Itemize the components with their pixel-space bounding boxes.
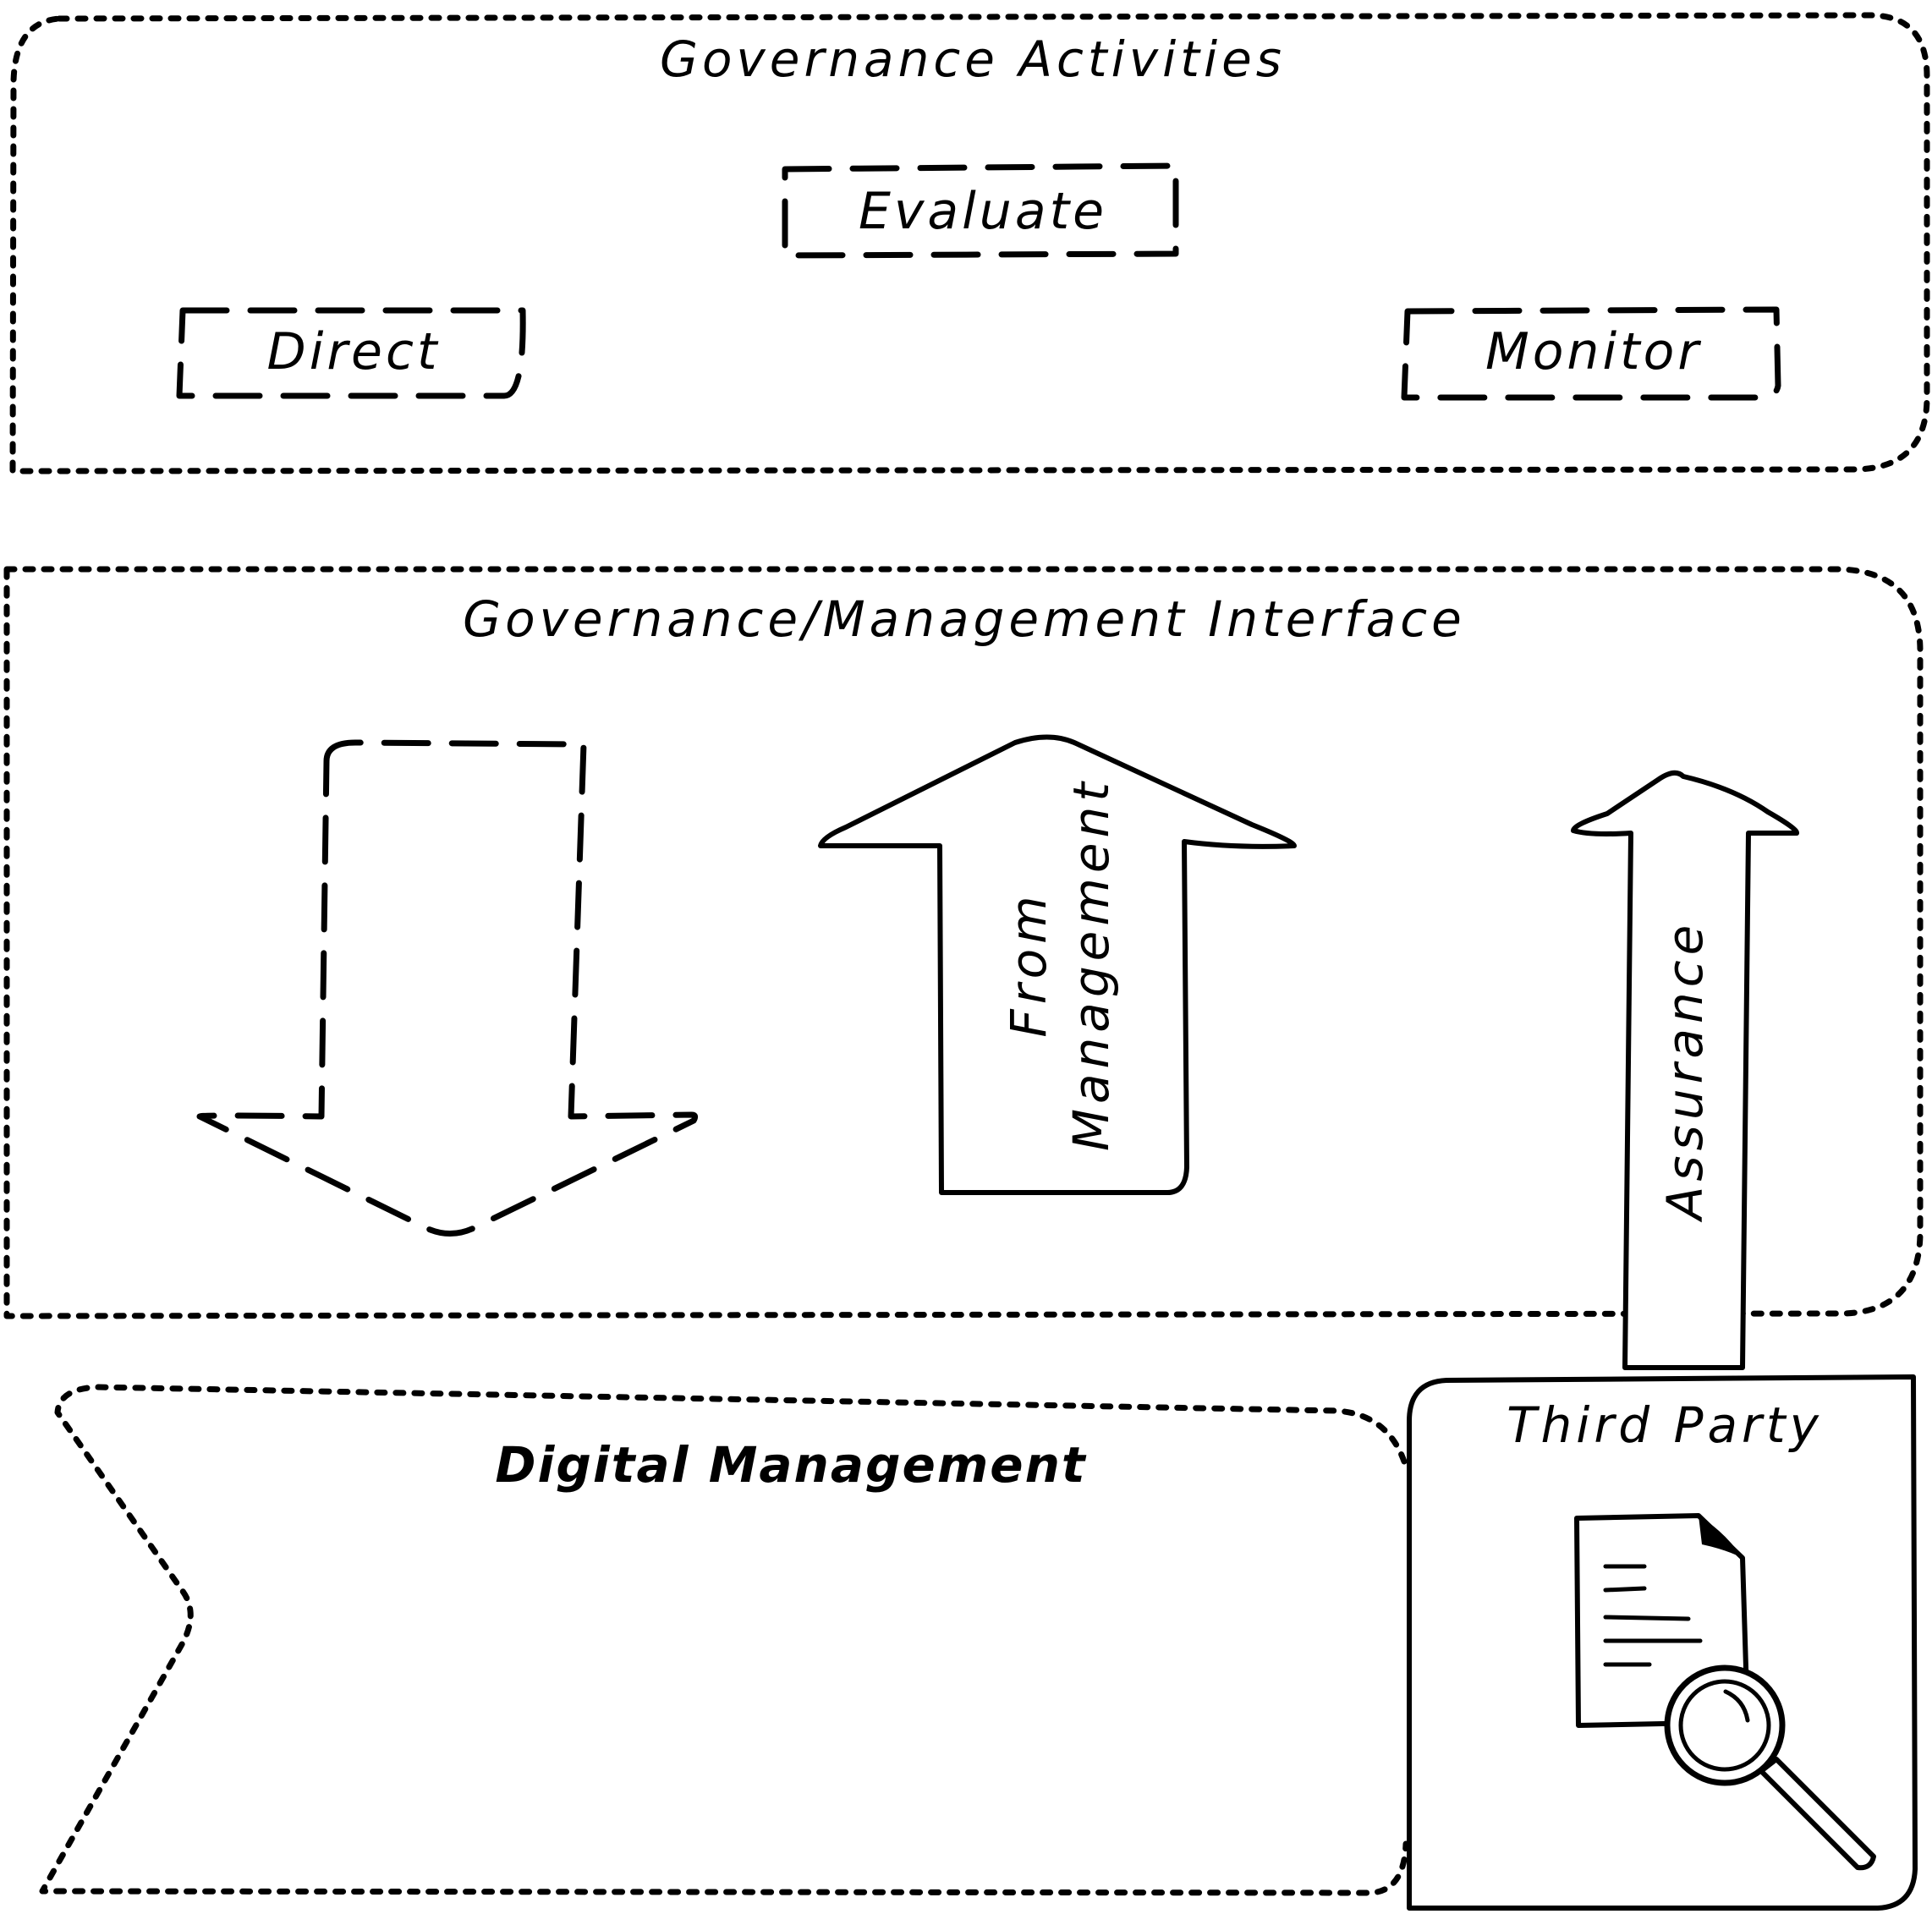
digital-management-panel: Digital Management [39, 1384, 1409, 1896]
magnifier-icon [1664, 1664, 1876, 1871]
assurance-arrow: Assurance [1571, 770, 1799, 1370]
interface-title: Governance/Management Interface [463, 590, 1466, 648]
interface-border [3, 566, 1924, 1319]
document-line [1603, 1586, 1647, 1593]
evaluate-label: Evaluate [859, 182, 1107, 241]
third-party-title: Third Party [1507, 1396, 1823, 1454]
evaluate-box: Evaluate [782, 162, 1179, 259]
third-party-box: Third Party [1407, 1374, 1918, 1911]
assurance-label: Assurance [1656, 920, 1714, 1224]
document-search-icon [1574, 1513, 1876, 1871]
direct-label: Direct [267, 322, 441, 381]
from-management-label-line1: From [1000, 891, 1057, 1037]
document-corner [1699, 1516, 1743, 1558]
document-line [1603, 1615, 1691, 1621]
governance-activities-border [9, 12, 1930, 474]
from-management-label-line2: Management [1062, 777, 1120, 1151]
monitor-box: Monitor [1401, 306, 1781, 401]
monitor-label: Monitor [1485, 322, 1702, 381]
downward-dashed-arrow [196, 739, 699, 1237]
digital-management-title: Digital Management [495, 1436, 1087, 1494]
governance-activities-title: Governance Activities [660, 30, 1286, 88]
digital-management-border [39, 1384, 1409, 1896]
direct-box: Direct [176, 307, 526, 399]
governance-activities-panel: Governance Activities Evaluate Direct Mo… [9, 12, 1930, 474]
interface-panel: Governance/Management Interface From Man… [3, 566, 1924, 1370]
from-management-arrow: From Management [818, 734, 1297, 1195]
